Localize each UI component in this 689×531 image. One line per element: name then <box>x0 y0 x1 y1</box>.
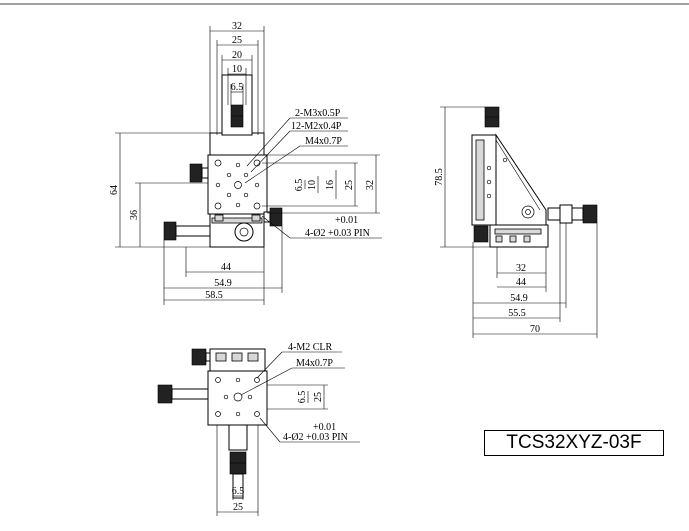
bottom-callouts: 4-M2 CLR M4x0.7P +0.01 4-Ø2 +0.03 PIN <box>240 342 360 443</box>
dim-front-left-1: 36 <box>129 210 140 220</box>
dim-front-top-4: 6.5 <box>231 82 244 93</box>
dim-front-right-4: 32 <box>365 180 376 190</box>
bottom-pin-tolerance: +0.01 <box>313 422 336 433</box>
front-top-dimensions: 32 25 20 10 6.5 <box>209 21 265 135</box>
bottom-bottom-dimensions: 6.5 25 <box>216 425 259 516</box>
dim-bottom-bottom-0: 6.5 <box>232 486 245 497</box>
dim-side-bottom-3: 55.5 <box>508 308 526 319</box>
dim-front-right-1: 10 <box>307 180 318 190</box>
front-callouts: 2-M3x0.5P 12-M2x0.4P M4x0.7P +0.01 4-Ø2 … <box>244 108 382 239</box>
front-pin-tolerance: +0.01 <box>335 215 358 226</box>
front-pin-text: 4-Ø2 +0.03 PIN <box>305 228 370 239</box>
bottom-stage-holes <box>215 377 260 417</box>
side-right-knob <box>582 204 598 224</box>
side-view: 78.5 32 44 54.9 55.5 70 <box>434 106 598 338</box>
dim-front-top-0: 32 <box>232 21 242 32</box>
front-callout-1: 12-M2x0.4P <box>291 121 342 132</box>
front-callout-2: M4x0.7P <box>305 136 342 147</box>
dim-front-right-0: 6.5 <box>294 179 305 192</box>
front-column <box>209 132 265 156</box>
front-view: 32 25 20 10 6.5 64 36 6.5 <box>109 21 382 305</box>
side-height-dimension: 78.5 <box>434 106 490 248</box>
dim-side-bottom-2: 54.9 <box>510 293 528 304</box>
front-lower-plate <box>211 217 263 224</box>
model-number-label: TCS32XYZ-03F <box>484 430 664 456</box>
bottom-pin-text: 4-Ø2 +0.03 PIN <box>283 432 348 443</box>
dim-front-top-3: 10 <box>232 64 242 75</box>
dim-side-bottom-0: 32 <box>516 263 526 274</box>
dim-side-bottom-4: 70 <box>530 324 540 335</box>
bottom-top-left-knob <box>191 348 207 366</box>
bottom-callout-0: 4-M2 CLR <box>288 342 333 353</box>
front-right-knob <box>269 207 283 227</box>
dim-bottom-right-0: 6.5 <box>297 391 308 404</box>
bottom-callout-1: M4x0.7P <box>296 358 333 369</box>
dim-bottom-right-1: 25 <box>313 392 324 402</box>
front-stage-holes <box>214 159 261 222</box>
side-left-knob <box>473 225 489 243</box>
bottom-left-knob <box>157 384 173 404</box>
dim-front-bottom-2: 58.5 <box>205 290 223 301</box>
front-callout-0: 2-M3x0.5P <box>295 108 341 119</box>
dim-front-right-2: 16 <box>325 180 336 190</box>
front-left-knob <box>189 163 203 183</box>
dim-front-left-0: 64 <box>109 185 120 195</box>
side-bottom-dimensions: 32 44 54.9 55.5 70 <box>472 223 598 338</box>
dim-side-height: 78.5 <box>434 168 445 186</box>
dim-front-bottom-1: 54.9 <box>214 278 232 289</box>
bottom-view: 4-M2 CLR M4x0.7P +0.01 4-Ø2 +0.03 PIN 6.… <box>157 342 360 516</box>
front-left-lower-knob <box>163 221 177 241</box>
dim-front-top-1: 25 <box>232 35 242 46</box>
front-bottom-dimensions: 44 54.9 58.5 <box>163 226 283 305</box>
bottom-column <box>228 424 248 451</box>
bottom-right-dimensions: 6.5 25 <box>267 384 328 410</box>
dim-side-bottom-1: 44 <box>516 277 526 288</box>
dim-front-right-3: 25 <box>344 180 355 190</box>
front-left-dimensions: 64 36 <box>109 132 210 248</box>
dim-bottom-bottom-1: 25 <box>233 502 243 513</box>
front-right-dimensions: 6.5 10 16 25 32 <box>262 154 380 214</box>
dim-front-top-2: 20 <box>232 50 242 61</box>
dim-front-bottom-0: 44 <box>221 262 231 273</box>
